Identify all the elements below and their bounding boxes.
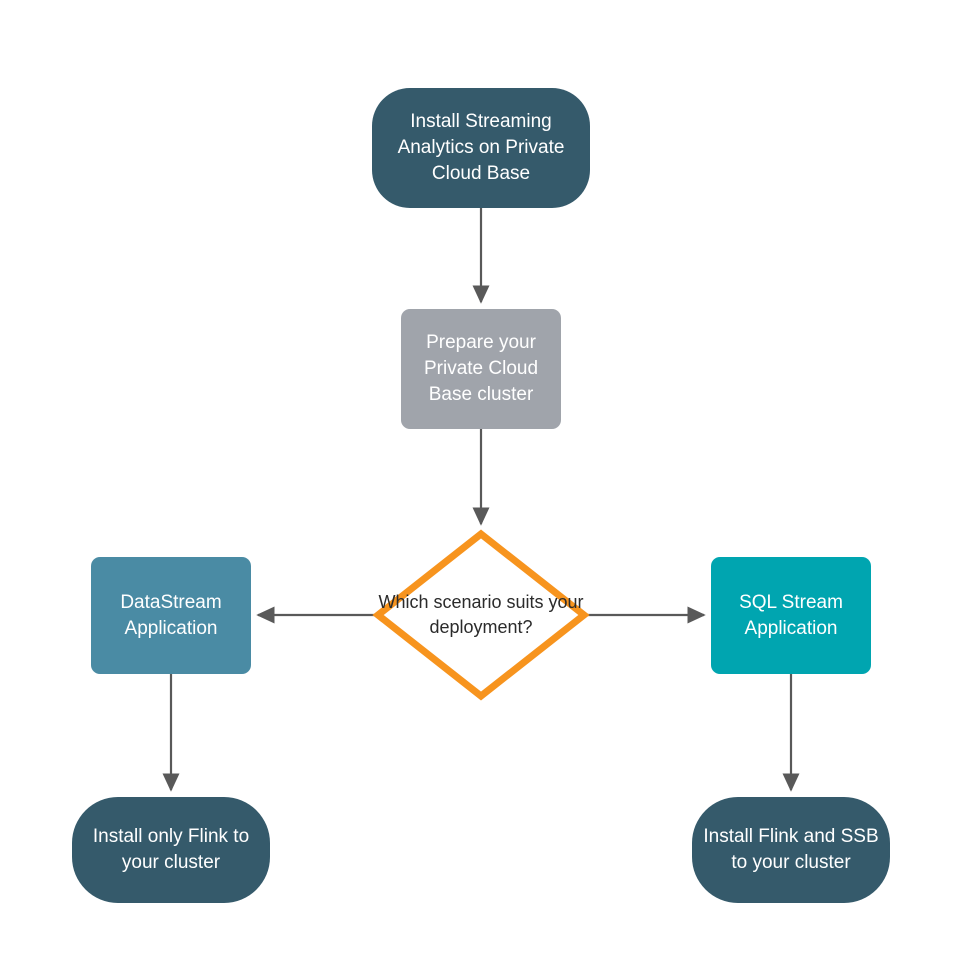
node-install-only-flink[interactable]: Install only Flink to your cluster	[72, 797, 270, 903]
node-datastream-application-label: DataStream Application	[120, 591, 222, 639]
node-sql-stream-application-label: SQL Stream Application	[739, 591, 843, 639]
node-decision-scenario[interactable]: Which scenario suits your deployment?	[372, 529, 590, 701]
diamond-shape-icon	[372, 529, 590, 701]
node-prepare-cluster[interactable]: Prepare your Private Cloud Base cluster	[401, 309, 561, 429]
node-install-streaming-analytics[interactable]: Install Streaming Analytics on Private C…	[372, 88, 590, 208]
node-sql-stream-application[interactable]: SQL Stream Application	[711, 557, 871, 674]
node-install-flink-and-ssb-label: Install Flink and SSB to your cluster	[703, 826, 879, 873]
node-datastream-application[interactable]: DataStream Application	[91, 557, 251, 674]
node-install-flink-and-ssb[interactable]: Install Flink and SSB to your cluster	[692, 797, 890, 903]
node-decision-scenario-label: Which scenario suits your deployment?	[378, 592, 584, 637]
node-install-only-flink-label: Install only Flink to your cluster	[92, 826, 250, 873]
node-install-streaming-analytics-label: Install Streaming Analytics on Private C…	[397, 111, 565, 184]
node-prepare-cluster-label: Prepare your Private Cloud Base cluster	[423, 332, 539, 405]
